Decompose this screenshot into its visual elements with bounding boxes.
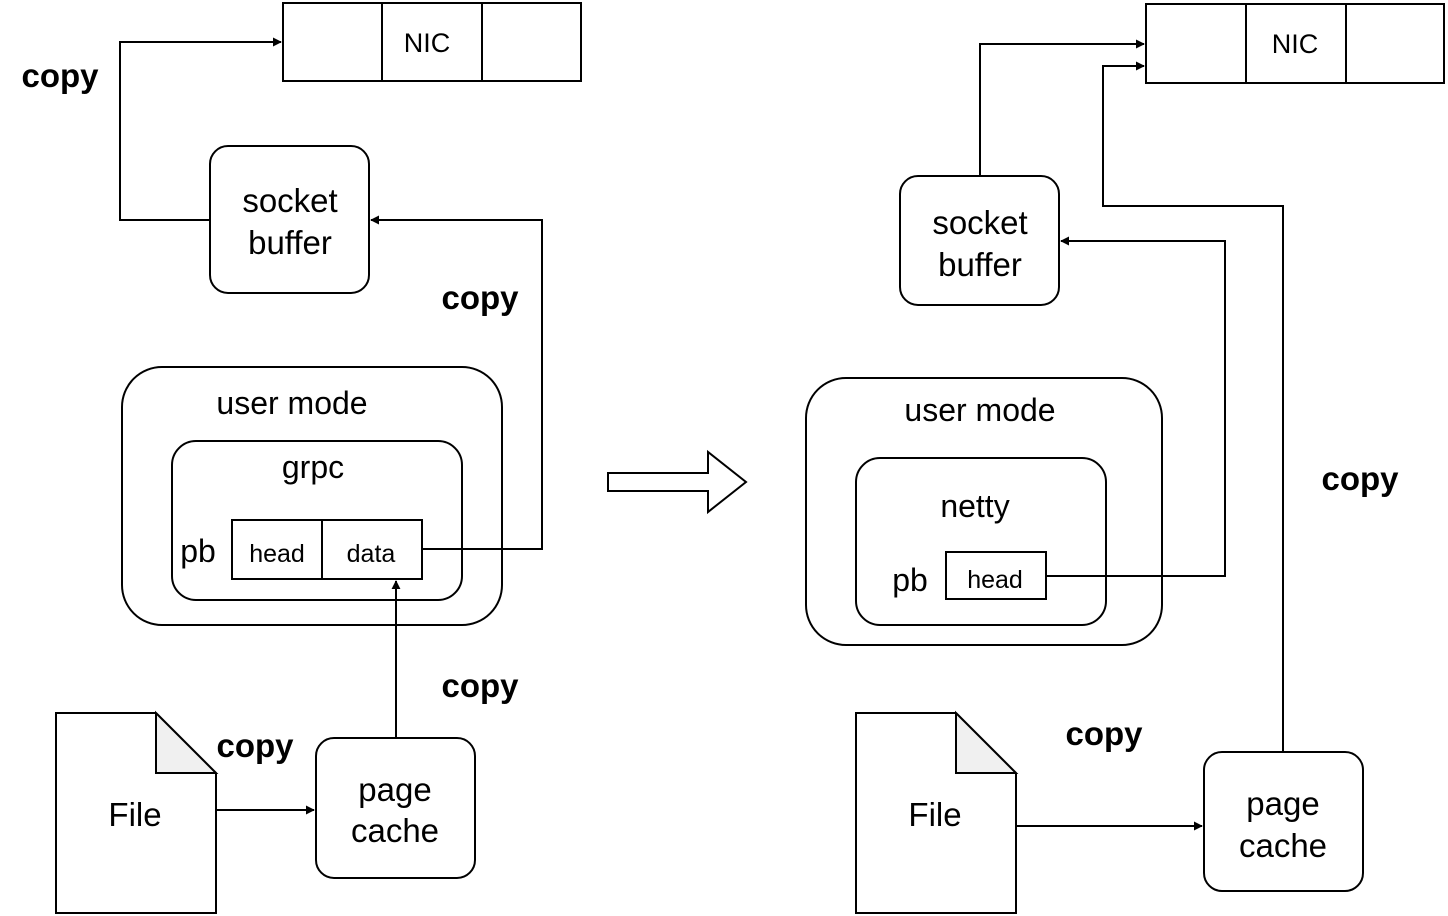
right-nic-label: NIC bbox=[1272, 29, 1319, 59]
right-page-cache: page cache bbox=[1203, 751, 1364, 892]
left-socket-buffer-line1: socket bbox=[242, 182, 337, 219]
left-copy-label-nic: copy bbox=[21, 57, 99, 94]
right-netty-label: netty bbox=[940, 488, 1009, 524]
right-pb-message: head bbox=[945, 551, 1047, 600]
left-page-cache-line1: page bbox=[358, 771, 431, 808]
right-diagram: NIC socket buffer user mode netty pb hea… bbox=[805, 3, 1445, 914]
left-pb-label: pb bbox=[180, 533, 216, 569]
left-arrow-data-to-socket bbox=[370, 215, 543, 550]
hollow-right-arrow-icon bbox=[607, 449, 748, 515]
left-copy-label-userspace: copy bbox=[441, 667, 519, 704]
left-pb-head-field: head bbox=[249, 540, 305, 568]
right-nic-box: NIC bbox=[1145, 3, 1445, 84]
left-file-label: File bbox=[108, 796, 161, 833]
left-page-cache: page cache bbox=[315, 737, 476, 879]
right-copy-label-file: copy bbox=[1065, 715, 1143, 752]
left-diagram: NIC socket buffer user mode grpc pb head… bbox=[21, 2, 582, 914]
right-pb-head-field: head bbox=[967, 566, 1023, 594]
right-user-mode-label: user mode bbox=[904, 392, 1055, 428]
right-file-icon: File bbox=[855, 710, 1019, 914]
right-arrow-cache-to-nic bbox=[1102, 61, 1284, 752]
right-page-cache-line2: cache bbox=[1239, 827, 1327, 864]
right-arrow-head-to-socket bbox=[1046, 236, 1226, 577]
right-pb-label: pb bbox=[892, 562, 928, 598]
right-page-cache-line1: page bbox=[1246, 785, 1319, 822]
left-grpc-label: grpc bbox=[282, 449, 344, 485]
left-file-icon: File bbox=[55, 710, 219, 914]
right-file-label: File bbox=[908, 796, 961, 833]
left-socket-buffer-line2: buffer bbox=[248, 224, 332, 261]
left-user-mode-label: user mode bbox=[216, 385, 367, 421]
left-pb-message: head data bbox=[231, 519, 423, 580]
left-arrow-socket-to-nic bbox=[119, 37, 282, 221]
left-nic-box: NIC bbox=[282, 2, 582, 82]
left-socket-buffer: socket buffer bbox=[209, 145, 370, 294]
right-socket-buffer-line1: socket bbox=[932, 204, 1027, 241]
right-socket-buffer-line2: buffer bbox=[938, 246, 1022, 283]
right-socket-buffer: socket buffer bbox=[899, 175, 1060, 306]
left-page-cache-line2: cache bbox=[351, 812, 439, 849]
left-pb-data-field: data bbox=[347, 540, 396, 568]
right-arrow-socket-to-nic bbox=[979, 39, 1145, 176]
left-copy-label-file: copy bbox=[216, 727, 294, 764]
left-nic-label: NIC bbox=[404, 28, 451, 58]
left-copy-label-socket: copy bbox=[441, 279, 519, 316]
right-copy-label-nic: copy bbox=[1321, 460, 1399, 497]
